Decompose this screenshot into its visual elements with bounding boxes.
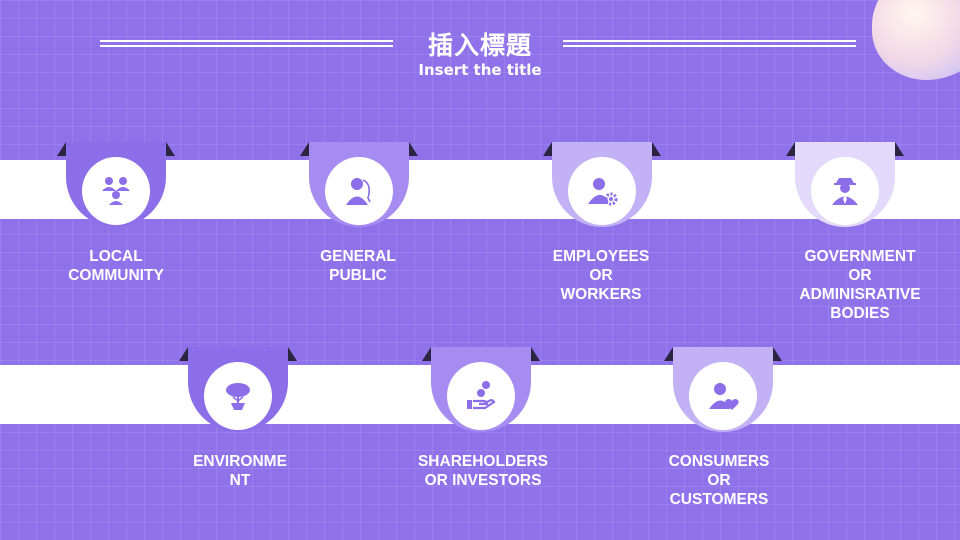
stakeholder-card-local-community: [57, 142, 175, 227]
official-icon: [832, 178, 858, 205]
icon-circle: [568, 157, 636, 225]
icon-circle: [689, 362, 757, 430]
stakeholder-card-employees: [543, 142, 661, 227]
stakeholder-label: GENERAL PUBLIC: [320, 248, 396, 284]
worker-gear-icon: [588, 178, 618, 206]
stakeholder-label: SHAREHOLDERS OR INVESTORS: [417, 453, 549, 489]
person-heart-icon: [709, 383, 739, 410]
slide-title: 插入標題: [427, 31, 532, 60]
stakeholder-label: LOCAL COMMUNITY: [68, 248, 164, 284]
coins-hand-icon: [467, 381, 496, 410]
decorative-blob: [872, 0, 960, 80]
icon-circle: [82, 157, 150, 225]
stakeholder-card-government: [786, 142, 904, 227]
stakeholder-label: EMPLOYEES OR WORKERS: [552, 248, 650, 303]
stakeholder-card-consumers: [664, 347, 782, 432]
icon-circle: [811, 157, 879, 225]
stakeholder-card-environment: [179, 347, 297, 432]
icon-circle: [325, 157, 393, 225]
icon-circle: [447, 362, 515, 430]
stakeholder-label: CONSUMERS OR CUSTOMERS: [668, 453, 770, 508]
stakeholder-label: ENVIRONME NT: [193, 453, 287, 489]
stakeholder-card-general-public: [300, 142, 418, 227]
icon-circle: [204, 362, 272, 430]
tree-icon: [226, 383, 250, 410]
community-icon: [102, 177, 130, 205]
person-icon: [346, 178, 371, 205]
slide-subtitle: Insert the title: [418, 61, 542, 79]
title-divider-left: [100, 40, 393, 47]
title-divider-right: [563, 40, 856, 47]
stakeholder-label: GOVERNMENT OR ADMINISRATIVE BODIES: [799, 248, 921, 322]
stakeholder-card-shareholders: [422, 347, 540, 432]
